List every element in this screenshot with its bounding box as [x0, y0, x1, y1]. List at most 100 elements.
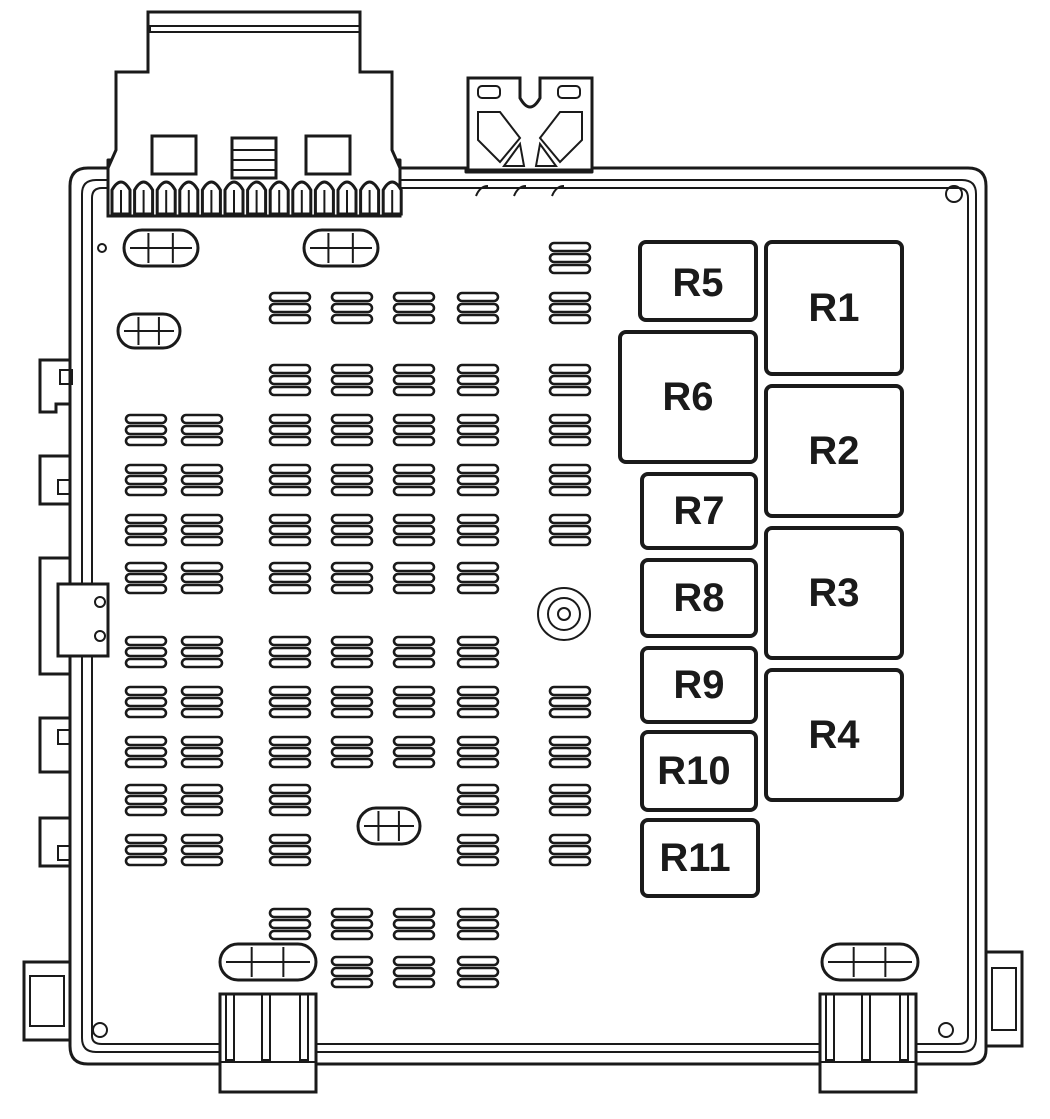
relay-r9-label: R9: [673, 663, 724, 707]
relay-r8: R8: [640, 558, 758, 638]
fuse-slot: [268, 783, 312, 817]
fuse-slot: [180, 561, 224, 595]
fuse-slot: [124, 513, 168, 547]
fuse-slot: [268, 513, 312, 547]
fuse-slot: [392, 735, 436, 769]
mounting-holes: [92, 185, 963, 1038]
fuse-slot: [392, 291, 436, 325]
fuse-slot: [124, 783, 168, 817]
fuse-slot: [268, 291, 312, 325]
relay-r5-label: R5: [672, 261, 723, 305]
top-clip: [466, 76, 594, 197]
fuse-slot: [180, 463, 224, 497]
fuse-slot: [124, 735, 168, 769]
fuse-slot: [124, 463, 168, 497]
relays: R5 R1 R6 R2 R7 R3 R8 R9: [618, 240, 904, 898]
fuse-slot: [548, 833, 592, 867]
housing-outline: [22, 158, 1024, 1066]
fuse-slot: [548, 241, 592, 275]
fuse-slot: [392, 907, 436, 941]
relay-r8-label: R8: [673, 576, 724, 620]
fuse-slot: [268, 907, 312, 941]
fuse-slot: [124, 413, 168, 447]
fuse-slot: [268, 685, 312, 719]
relay-r3-label: R3: [808, 571, 859, 615]
relay-r6: R6: [618, 330, 758, 464]
fuse-slot: [180, 833, 224, 867]
fuse-slot: [392, 561, 436, 595]
fuse-slot: [548, 413, 592, 447]
fuse-slot: [124, 561, 168, 595]
relay-r1-label: R1: [808, 286, 859, 330]
bottom-clips: [22, 950, 1024, 1094]
fuse-slot: [180, 783, 224, 817]
fuse-slot: [180, 685, 224, 719]
fuse-slot: [268, 413, 312, 447]
fuse-slot: [456, 783, 500, 817]
center-stud: [537, 587, 591, 641]
top-connector: [106, 10, 403, 218]
relay-r6-label: R6: [662, 375, 713, 419]
fuse-slot: [392, 363, 436, 397]
grip-oval: [356, 806, 422, 846]
relay-r2-label: R2: [808, 429, 859, 473]
fuse-slot: [456, 635, 500, 669]
fuse-slot: [268, 363, 312, 397]
fuse-slot: [456, 561, 500, 595]
fuse-slot: [456, 685, 500, 719]
fuse-slot: [330, 955, 374, 989]
fuse-slot: [456, 907, 500, 941]
fuse-slot: [548, 735, 592, 769]
fuse-slot: [392, 513, 436, 547]
fuse-slot: [330, 635, 374, 669]
fuse-slot: [330, 561, 374, 595]
grip-ovals: [116, 228, 920, 982]
fuse-slot: [456, 833, 500, 867]
fuse-slot: [124, 833, 168, 867]
fuse-slot: [456, 955, 500, 989]
fuse-slot: [180, 635, 224, 669]
fuse-slot: [330, 363, 374, 397]
fuse-slot: [392, 685, 436, 719]
fuse-slot: [330, 463, 374, 497]
fuse-slot: [456, 363, 500, 397]
relay-r4-label: R4: [808, 713, 860, 757]
fuse-slot: [330, 413, 374, 447]
fuse-slot: [268, 561, 312, 595]
fuse-slot: [456, 463, 500, 497]
fuse-slot: [330, 513, 374, 547]
fuse-slot: [548, 783, 592, 817]
relay-r7: R7: [640, 472, 758, 550]
relay-r9: R9: [640, 646, 758, 724]
fuse-slot: [180, 413, 224, 447]
fuse-slot: [330, 685, 374, 719]
fuse-slot: [124, 685, 168, 719]
fuse-slot: [548, 463, 592, 497]
fuse-slot: [548, 291, 592, 325]
relay-r7-label: R7: [673, 489, 724, 533]
fuse-slot: [268, 635, 312, 669]
fuse-slot: [180, 513, 224, 547]
fuse-slot: [456, 735, 500, 769]
grip-oval: [302, 228, 380, 268]
relay-r5: R5: [638, 240, 758, 322]
left-latches: [38, 358, 110, 868]
connector-pins: [110, 180, 403, 216]
grip-oval: [218, 942, 318, 982]
relay-r3: R3: [764, 526, 904, 660]
fuse-slot: [268, 833, 312, 867]
fuse-slot: [548, 685, 592, 719]
grip-oval: [122, 228, 200, 268]
fuse-slot: [548, 363, 592, 397]
fuse-slot: [456, 513, 500, 547]
relay-r11: R11: [640, 818, 760, 898]
fuse-slot: [456, 413, 500, 447]
grip-oval: [820, 942, 920, 982]
grip-oval: [116, 312, 182, 350]
fuse-slot: [180, 735, 224, 769]
fuse-slot: [392, 463, 436, 497]
relay-r10-label: R10: [657, 749, 730, 793]
fuse-slot: [392, 955, 436, 989]
fuse-slot: [268, 735, 312, 769]
fuse-slots: [124, 241, 592, 989]
